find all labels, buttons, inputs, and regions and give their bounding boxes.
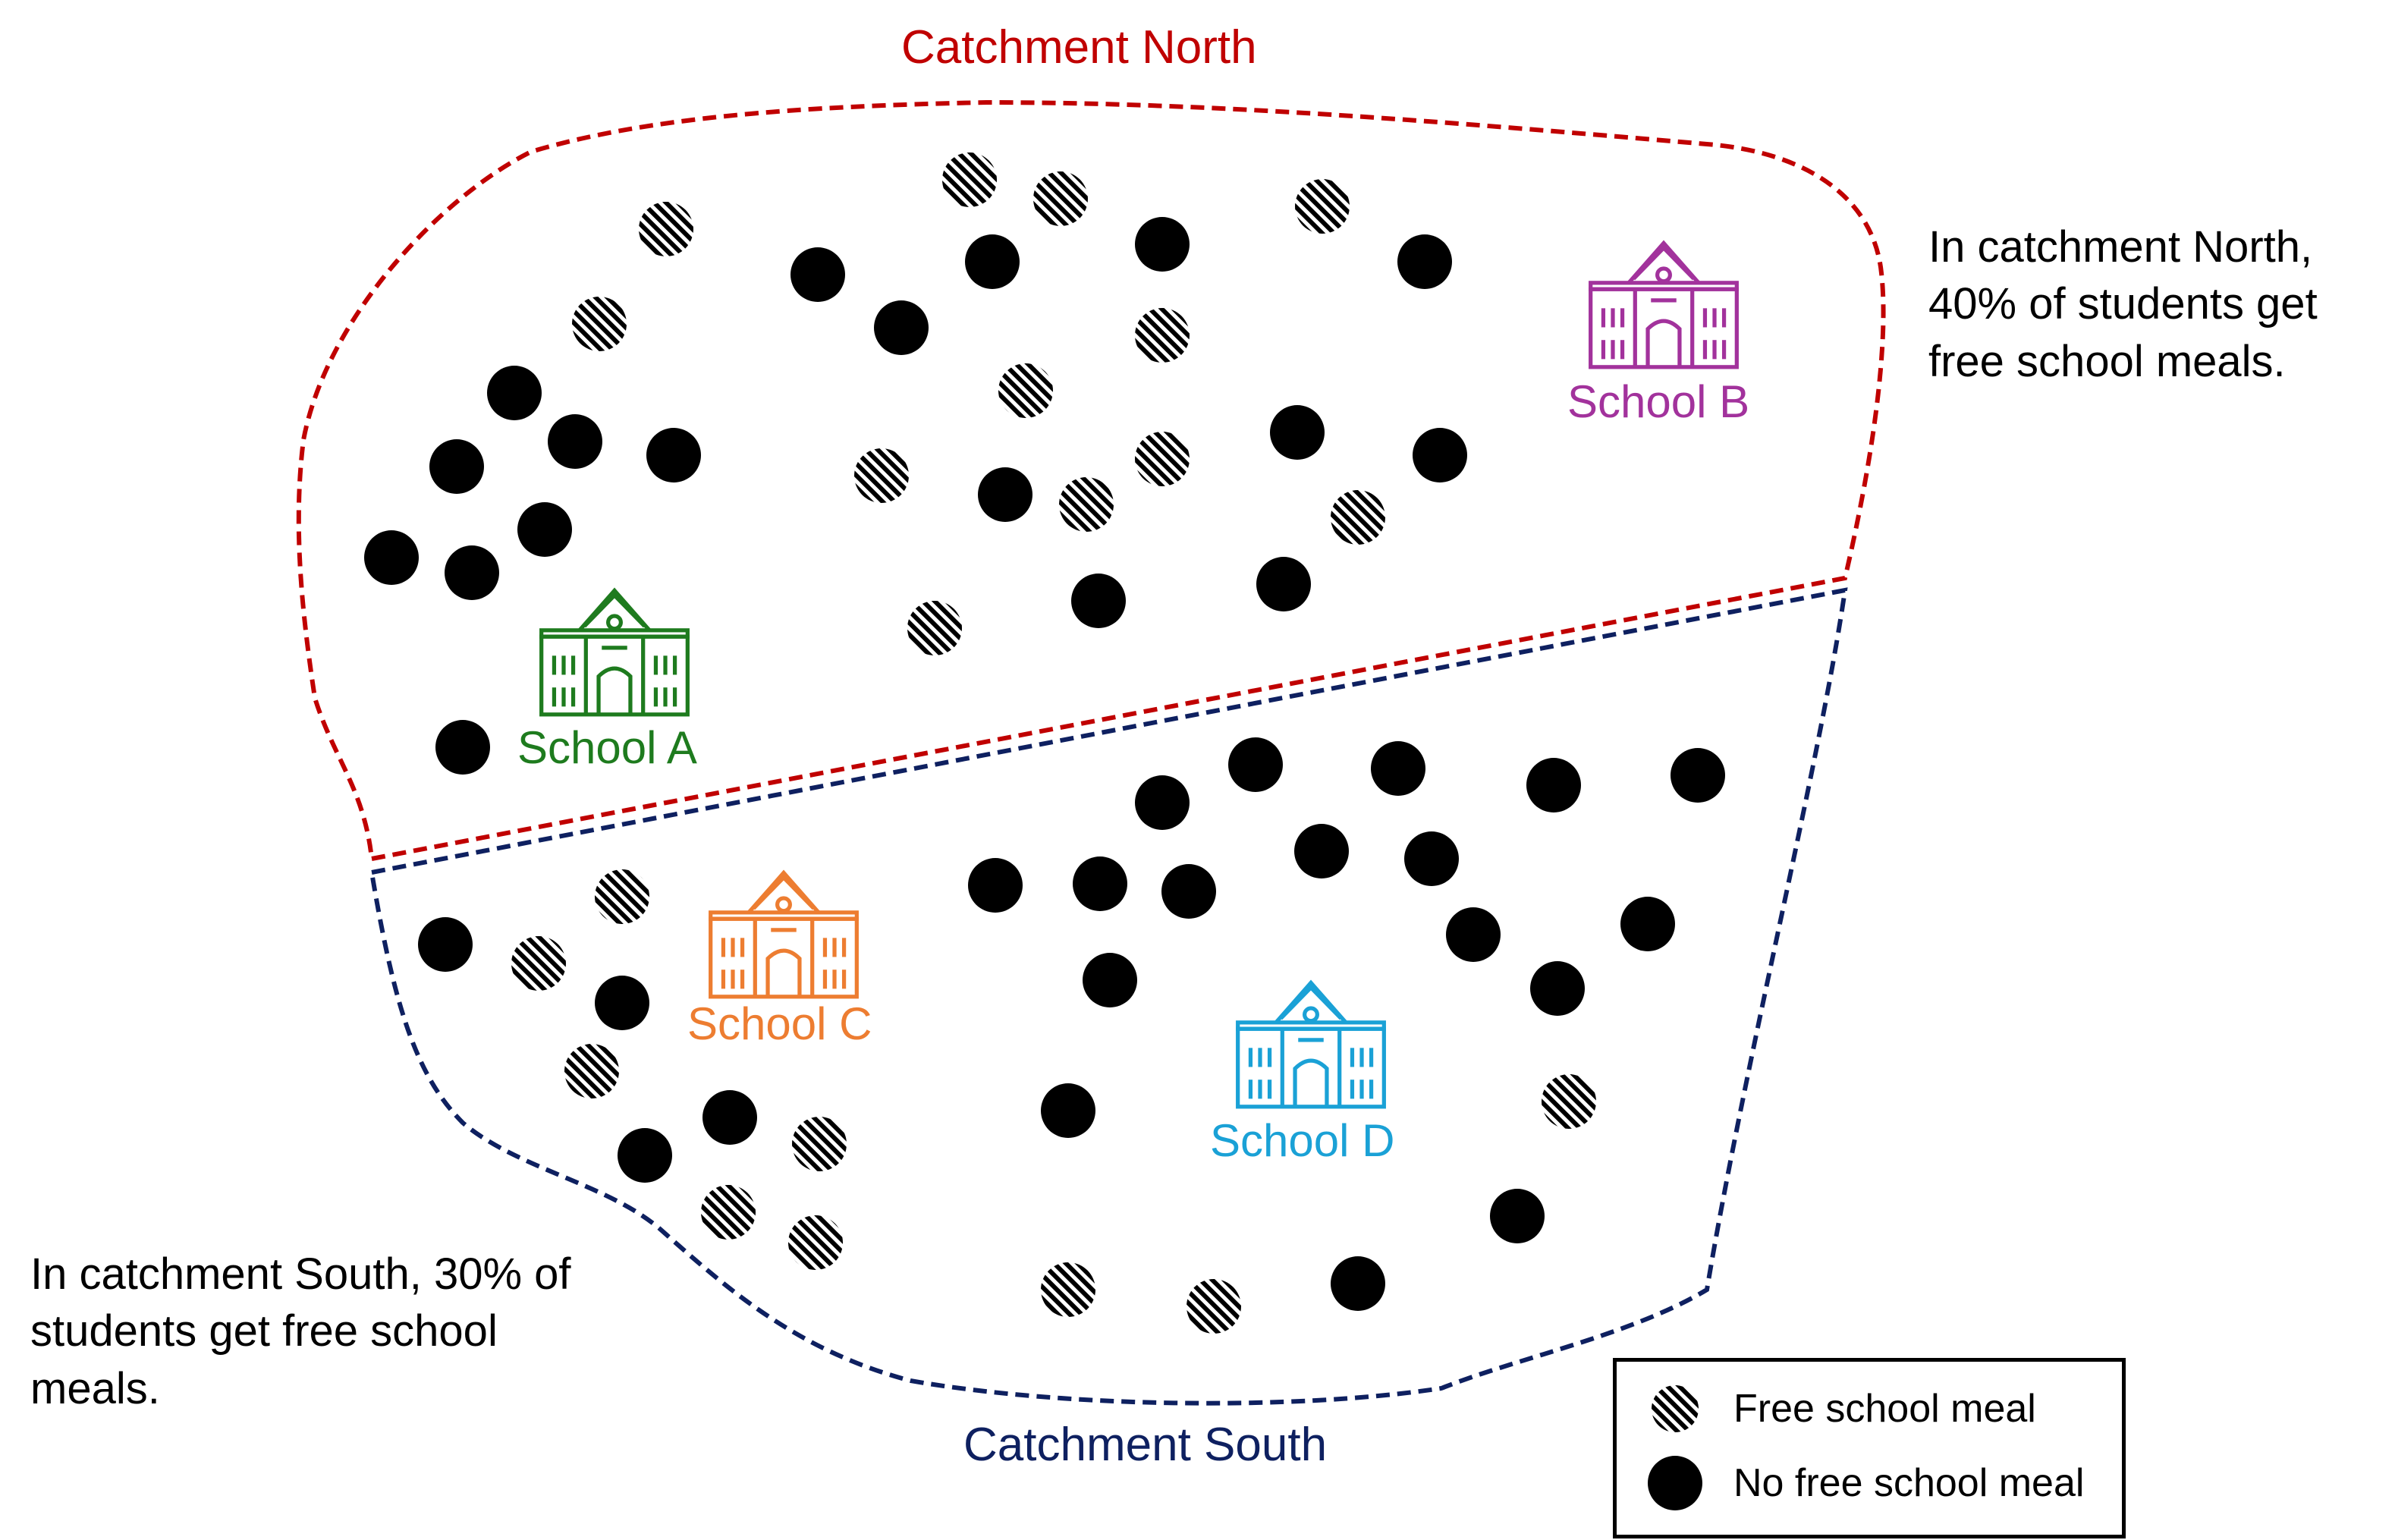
student-free-meal-marker	[998, 363, 1053, 418]
student-no-free-meal-marker	[1135, 217, 1190, 272]
student-free-meal-marker	[639, 202, 693, 256]
student-no-free-meal-marker	[874, 300, 929, 355]
school-d-label: School D	[1210, 1115, 1395, 1166]
student-no-free-meal-marker	[1620, 897, 1675, 951]
student-no-free-meal-marker	[418, 917, 473, 972]
student-no-free-meal-marker	[445, 545, 499, 600]
student-no-free-meal-marker	[1530, 961, 1585, 1016]
north-note: In catchment North, 40% of students get …	[1928, 222, 2318, 386]
student-free-meal-marker	[1135, 308, 1190, 363]
student-no-free-meal-marker	[1228, 737, 1283, 792]
student-free-meal-marker	[792, 1117, 847, 1171]
school-a-label: School A	[517, 722, 697, 773]
legend: Free school meal No free school meal	[1613, 1358, 2126, 1538]
student-markers	[364, 152, 1725, 1334]
student-no-free-meal-marker	[1526, 758, 1581, 812]
school-c-label: School C	[687, 998, 872, 1049]
student-no-free-meal-marker	[1071, 574, 1126, 628]
student-no-free-meal-marker	[1083, 953, 1137, 1007]
school-b-label: School B	[1567, 376, 1750, 427]
student-free-meal-marker	[788, 1215, 843, 1270]
student-no-free-meal-marker	[595, 976, 649, 1030]
student-no-free-meal-marker	[1490, 1189, 1545, 1243]
legend-free-label: Free school meal	[1733, 1387, 2036, 1431]
student-no-free-meal-marker	[1294, 824, 1349, 878]
legend-row-free: Free school meal	[1617, 1378, 2122, 1439]
student-no-free-meal-marker	[965, 234, 1020, 289]
catchment-north-boundary	[296, 99, 1886, 862]
student-no-free-meal-marker	[364, 530, 419, 585]
student-free-meal-marker	[854, 448, 909, 503]
student-no-free-meal-marker	[517, 502, 572, 557]
student-no-free-meal-marker	[1446, 907, 1501, 962]
student-free-meal-marker	[1059, 477, 1114, 532]
student-no-free-meal-marker	[487, 366, 542, 420]
solid-circle-icon	[1648, 1456, 1702, 1510]
legend-row-no-free: No free school meal	[1617, 1453, 2122, 1513]
student-free-meal-marker	[511, 936, 566, 991]
student-free-meal-marker	[1041, 1262, 1095, 1317]
catchment-south-boundary	[369, 587, 1848, 1406]
student-no-free-meal-marker	[435, 720, 490, 775]
student-no-free-meal-marker	[1270, 405, 1325, 460]
student-no-free-meal-marker	[1041, 1083, 1095, 1138]
student-free-meal-marker	[942, 152, 997, 207]
school-c-icon	[711, 872, 857, 996]
school-a-icon	[542, 590, 688, 714]
student-free-meal-marker	[1135, 432, 1190, 486]
student-no-free-meal-marker	[968, 858, 1023, 913]
student-no-free-meal-marker	[1135, 775, 1190, 830]
student-no-free-meal-marker	[1331, 1256, 1385, 1311]
student-no-free-meal-marker	[1671, 748, 1725, 803]
student-free-meal-marker	[572, 297, 627, 351]
student-free-meal-marker	[1033, 171, 1088, 226]
student-no-free-meal-marker	[618, 1128, 672, 1183]
student-free-meal-marker	[907, 601, 962, 655]
student-no-free-meal-marker	[978, 467, 1032, 522]
student-no-free-meal-marker	[1413, 428, 1467, 482]
student-free-meal-marker	[1542, 1074, 1596, 1129]
catchment-north-label: Catchment North	[901, 21, 1257, 74]
catchment-south-label: Catchment South	[963, 1419, 1328, 1471]
student-no-free-meal-marker	[1073, 856, 1127, 911]
student-free-meal-marker	[1331, 490, 1385, 545]
student-no-free-meal-marker	[1256, 557, 1311, 611]
south-note: In catchment South, 30% of students get …	[30, 1249, 571, 1413]
student-free-meal-marker	[701, 1185, 756, 1240]
student-no-free-meal-marker	[548, 414, 602, 469]
student-free-meal-marker	[1186, 1279, 1241, 1334]
student-no-free-meal-marker	[790, 247, 845, 302]
student-no-free-meal-marker	[1404, 831, 1459, 886]
school-d-icon	[1238, 982, 1385, 1106]
school-b-icon	[1591, 243, 1737, 366]
student-no-free-meal-marker	[646, 428, 701, 482]
student-no-free-meal-marker	[1397, 234, 1452, 289]
student-no-free-meal-marker	[429, 439, 484, 494]
legend-no-free-label: No free school meal	[1733, 1461, 2085, 1505]
student-no-free-meal-marker	[1371, 741, 1425, 796]
student-free-meal-marker	[1295, 179, 1350, 234]
student-free-meal-marker	[564, 1044, 619, 1098]
hatched-circle-icon	[1652, 1385, 1699, 1432]
student-free-meal-marker	[595, 869, 649, 924]
student-no-free-meal-marker	[1161, 864, 1216, 919]
student-no-free-meal-marker	[702, 1090, 757, 1145]
